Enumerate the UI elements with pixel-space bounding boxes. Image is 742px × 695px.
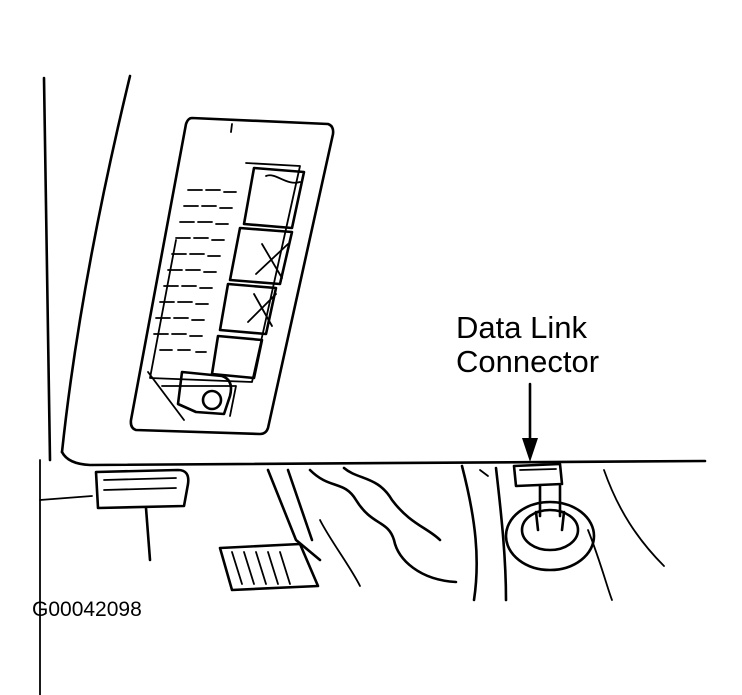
figure-id: G00042098 (32, 598, 142, 621)
data-link-connector (512, 462, 564, 518)
floor-contour-right (587, 469, 665, 601)
callout-label-line2: Connector (456, 344, 599, 379)
callout-arrow (522, 382, 538, 462)
tunnel-wiring (308, 464, 508, 602)
dash-lower-edge (60, 450, 707, 467)
steering-column-boot (504, 500, 596, 572)
junction-box (129, 116, 335, 436)
callout-label-line1: Data Link (456, 310, 587, 345)
accelerator-pedal (218, 468, 322, 592)
fuse-array (153, 189, 237, 353)
brake-pedal (39, 468, 190, 562)
